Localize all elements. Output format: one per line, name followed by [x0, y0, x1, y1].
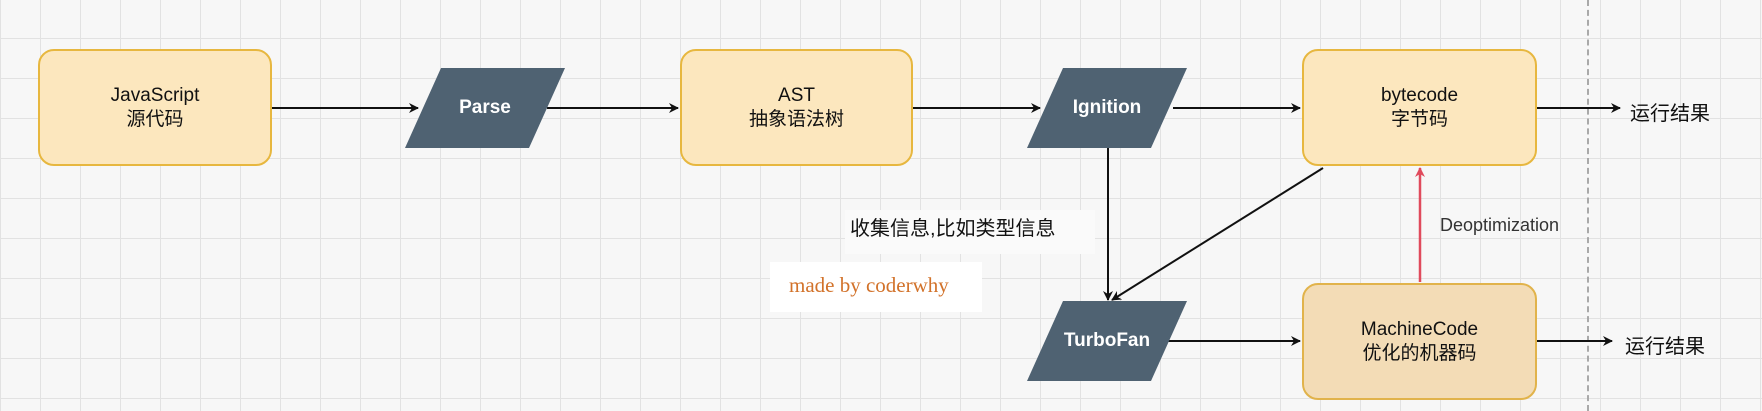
node-bytecode-line1: bytecode — [1380, 84, 1459, 106]
edge-bytecode-to-turbofan — [1111, 167, 1324, 301]
process-turbofan-label: TurboFan — [1063, 330, 1151, 351]
process-turbofan: TurboFan — [1027, 301, 1187, 381]
node-bytecode: bytecode 字节码 — [1302, 49, 1537, 166]
parallelogram-shape — [405, 68, 565, 148]
watermark-text: made by coderwhy — [789, 273, 949, 297]
process-ignition-label: Ignition — [1072, 97, 1142, 118]
watermark-background — [770, 262, 982, 312]
node-ast-line1: AST — [778, 84, 815, 106]
result-top-label: 运行结果 — [1630, 103, 1710, 125]
process-ignition: Ignition — [1027, 68, 1187, 148]
deoptimization-label: Deoptimization — [1440, 215, 1560, 235]
process-parse: Parse — [405, 68, 565, 148]
node-bytecode-line2: 字节码 — [1390, 108, 1448, 130]
node-machinecode: MachineCode 优化的机器码 — [1302, 283, 1537, 400]
label-background — [845, 210, 1095, 254]
parallelogram-shape — [1027, 301, 1187, 381]
dashed-guide-line — [1587, 0, 1589, 411]
collect-info-label: 收集信息,比如类型信息 — [850, 218, 1056, 240]
parallelogram-shape — [1027, 68, 1187, 148]
node-machinecode-line2: 优化的机器码 — [1362, 342, 1477, 364]
process-parse-label: Parse — [459, 97, 511, 118]
node-javascript: JavaScript 源代码 — [38, 49, 272, 166]
result-bottom-label: 运行结果 — [1625, 336, 1705, 358]
node-javascript-line1: JavaScript — [110, 84, 200, 106]
node-machinecode-line1: MachineCode — [1360, 318, 1479, 340]
node-javascript-line2: 源代码 — [126, 108, 184, 130]
node-ast-line2: 抽象语法树 — [748, 108, 844, 130]
node-ast: AST 抽象语法树 — [680, 49, 913, 166]
